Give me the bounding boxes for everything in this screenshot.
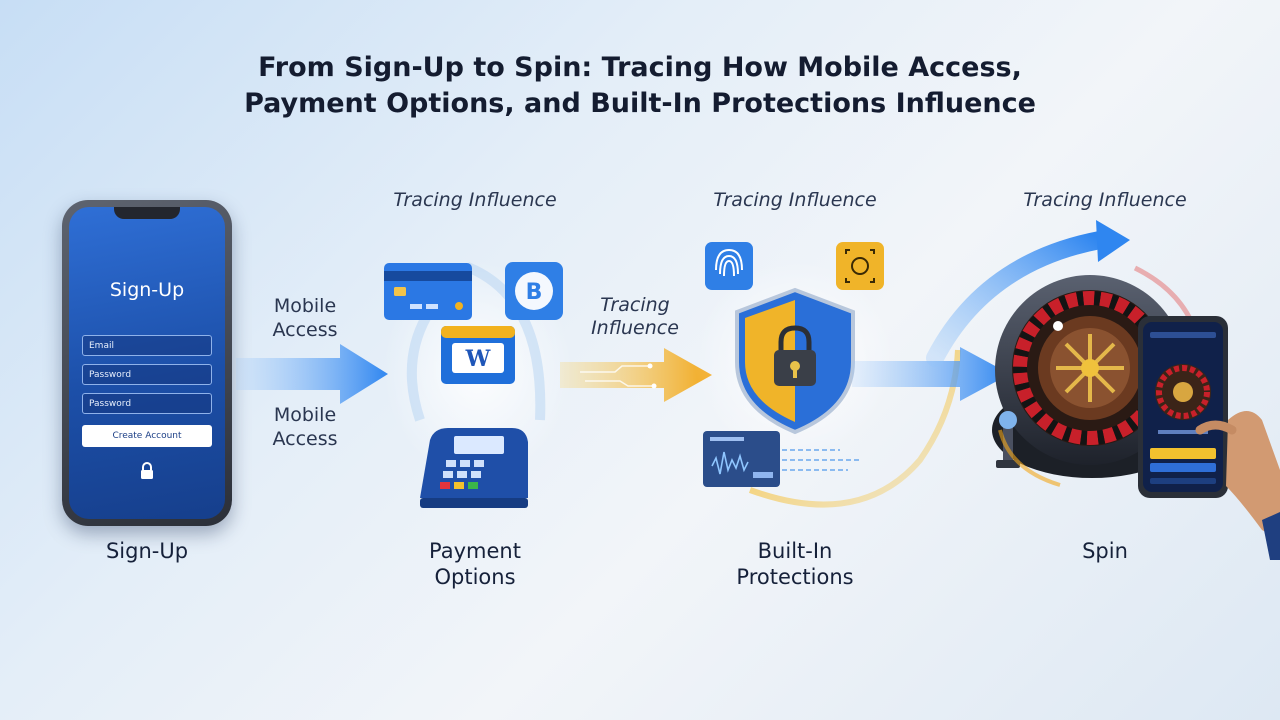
signup-heading: Sign-Up [109,279,185,301]
mobile-access-label-bottom: Mobile Access [250,403,360,451]
stage-protections-line-2: Protections [736,565,854,589]
stage-label-payment: Payment Options [400,538,550,590]
mobile-access-label-top: Mobile Access [250,294,360,342]
stage-payment-line-1: Payment [429,539,521,563]
wallet-icon: W [441,326,515,384]
mobile-casino-icon [1138,316,1228,498]
stage-protections-line-1: Built-In [757,539,833,563]
stage-payment-line-2: Options [434,565,516,589]
stage-label-protections: Built-In Protections [710,538,880,590]
credit-card-icon [384,263,472,320]
signup-phone: Sign-Up Email Password Password Create A… [62,200,232,526]
confirm-password-field[interactable]: Password [82,393,212,414]
phone-notch [114,207,180,219]
built-in-protections-cluster [695,242,961,508]
signup-phone-screen: Sign-Up Email Password Password Create A… [69,207,225,519]
mobile-access-bottom-line-1: Mobile [273,404,337,426]
payment-options-cluster: B W [383,260,573,508]
face-id-icon [836,242,884,290]
tracing-label-mid: Tracing Influence [570,294,700,340]
bitcoin-icon: B [505,262,563,320]
tracing-mid-line-1: Tracing [600,294,670,316]
password-field[interactable]: Password [82,364,212,385]
tracing-label-3: Tracing Influence [1023,189,1187,211]
stage-label-signup: Sign-Up [105,539,189,563]
security-card-icon [703,431,860,487]
arrow-tracing-influence [560,348,712,402]
tracing-mid-line-2: Influence [591,317,679,339]
title-line-2: Payment Options, and Built-In Protection… [244,88,1036,119]
svg-text:B: B [526,280,543,305]
title-line-1: From Sign-Up to Spin: Tracing How Mobile… [258,52,1022,83]
mobile-access-top-line-2: Access [272,319,338,341]
create-account-button[interactable]: Create Account [82,425,212,447]
arrow-mobile-access [236,344,388,404]
svg-text:W: W [465,346,491,372]
mobile-access-top-line-1: Mobile [273,295,337,317]
shield-lock-icon [735,287,855,435]
tracing-label-1: Tracing Influence [393,189,557,211]
email-field[interactable]: Email [82,335,212,356]
page-title: From Sign-Up to Spin: Tracing How Mobile… [140,50,1140,122]
tracing-label-2: Tracing Influence [713,189,877,211]
payment-terminal-icon [420,428,528,508]
stage-label-spin: Spin [1082,539,1128,563]
fingerprint-icon [705,242,753,290]
arrow-to-spin [852,347,1010,401]
lock-icon [141,462,153,479]
hand-icon [1195,411,1280,560]
mobile-access-bottom-line-2: Access [272,428,338,450]
